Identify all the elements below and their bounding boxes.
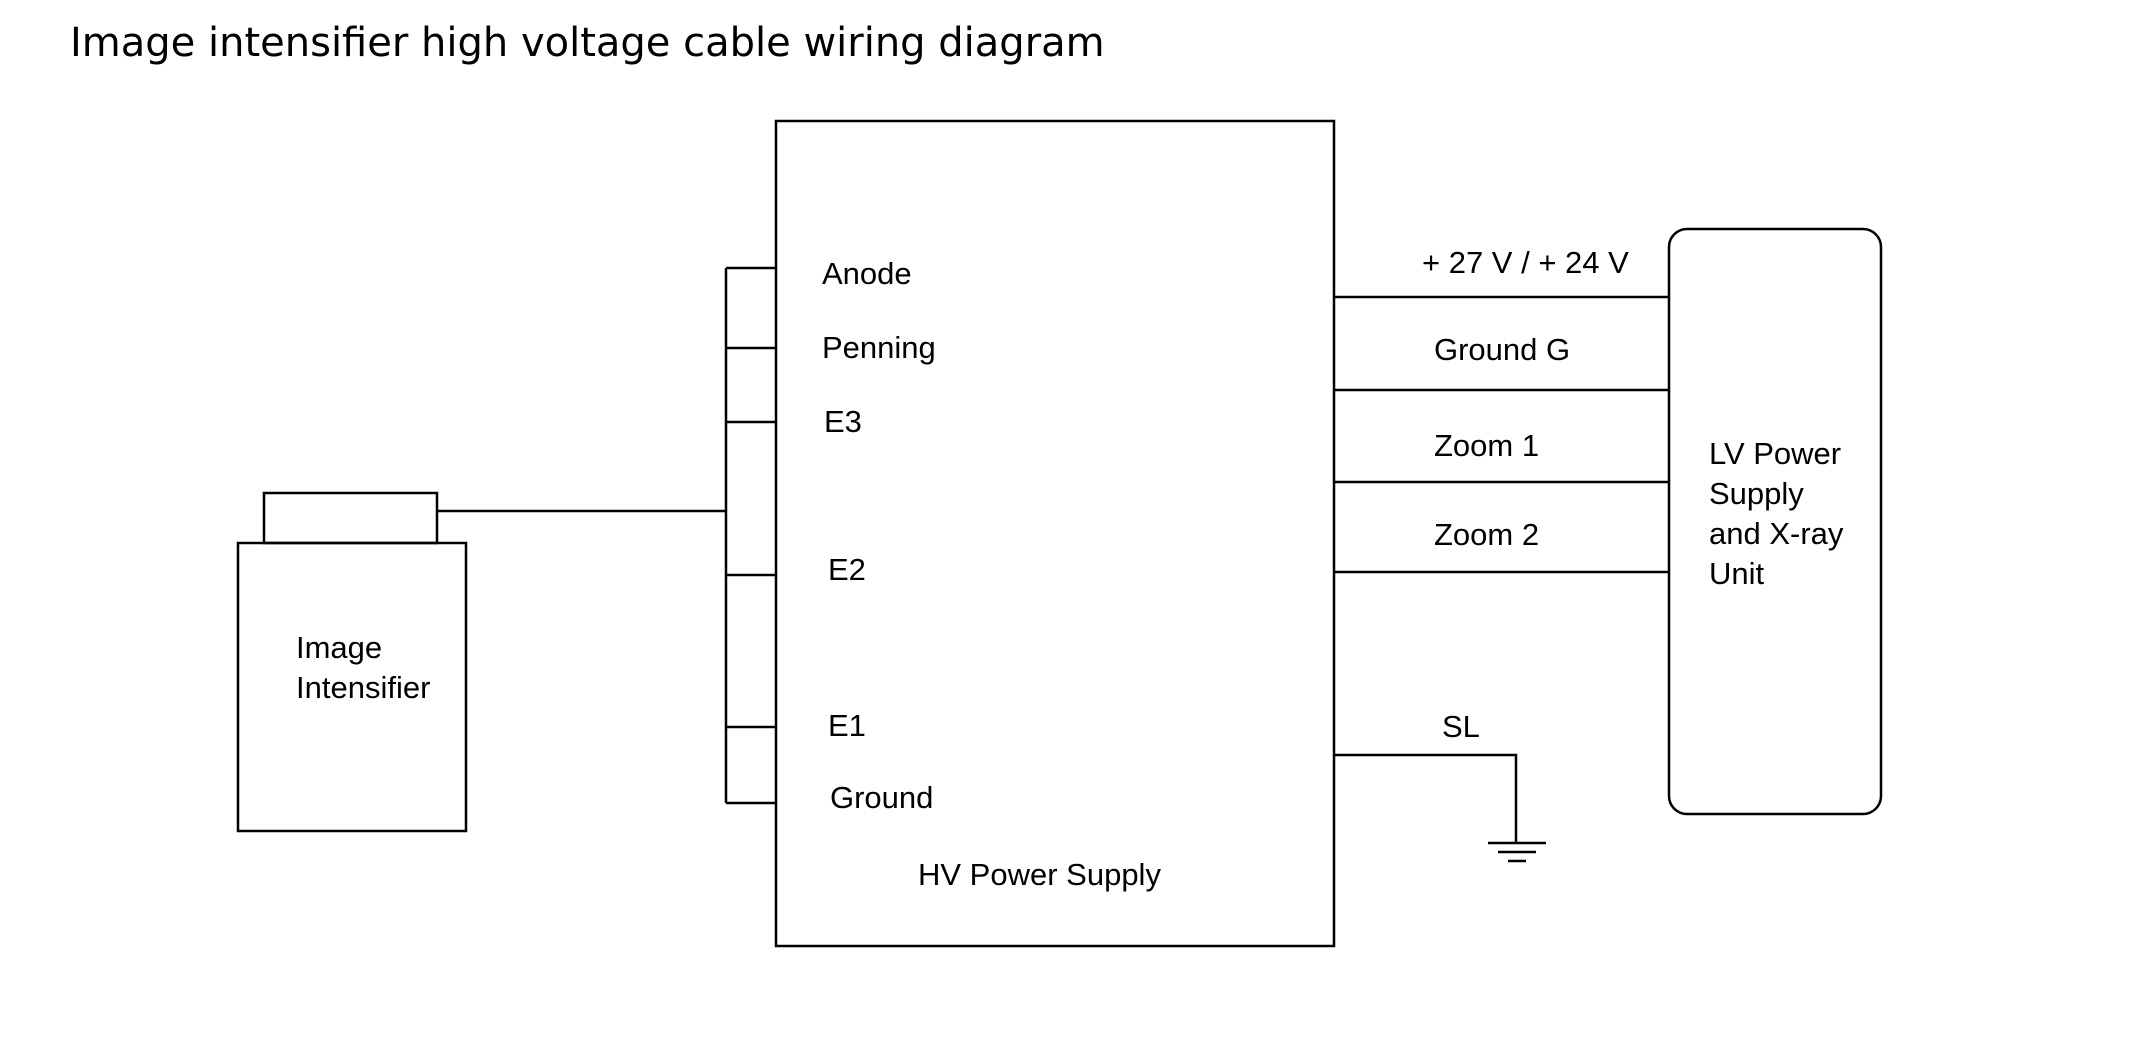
hv-power-supply: Anode Penning E3 E2 E1 Ground HV Power S…	[774, 119, 1336, 948]
sl-connection: SL	[1334, 709, 1546, 863]
lv-connections: + 27 V / + 24 V Ground G Zoom 1 Zoom 2	[1334, 245, 1669, 574]
connection-label-ground-g: Ground G	[1434, 332, 1570, 367]
connection-label-supply-voltage: + 27 V / + 24 V	[1422, 245, 1629, 280]
terminal-label-e1: E1	[828, 708, 866, 743]
hv-power-supply-box	[774, 119, 1336, 948]
image-intensifier: Image Intensifier	[236, 491, 468, 833]
image-intensifier-label-line1: Image	[296, 630, 382, 665]
connection-label-zoom-1: Zoom 1	[1434, 428, 1539, 463]
terminal-bus	[724, 266, 776, 805]
earth-ground-icon	[1488, 841, 1546, 863]
diagram-title: Image intensifier high voltage cable wir…	[70, 20, 1105, 66]
terminal-label-ground: Ground	[830, 780, 933, 815]
connection-label-sl: SL	[1442, 709, 1480, 744]
connection-label-zoom-2: Zoom 2	[1434, 517, 1539, 552]
terminal-label-e3: E3	[824, 404, 862, 439]
lv-power-supply-box	[1667, 227, 1883, 816]
image-intensifier-cap	[262, 491, 439, 545]
image-intensifier-label-line2: Intensifier	[296, 670, 430, 705]
lv-power-supply-label-line2: Supply	[1709, 476, 1804, 511]
hv-power-supply-label: HV Power Supply	[918, 857, 1161, 892]
wire-sl	[1334, 753, 1518, 843]
lv-power-supply: LV Power Supply and X-ray Unit	[1667, 227, 1883, 816]
lv-power-supply-label-line1: LV Power	[1709, 436, 1841, 471]
lv-power-supply-label-line4: Unit	[1709, 556, 1765, 591]
lv-power-supply-label-line3: and X-ray	[1709, 516, 1844, 551]
terminal-label-anode: Anode	[822, 256, 912, 291]
image-intensifier-body	[236, 541, 468, 833]
terminal-label-e2: E2	[828, 552, 866, 587]
terminal-label-penning: Penning	[822, 330, 936, 365]
